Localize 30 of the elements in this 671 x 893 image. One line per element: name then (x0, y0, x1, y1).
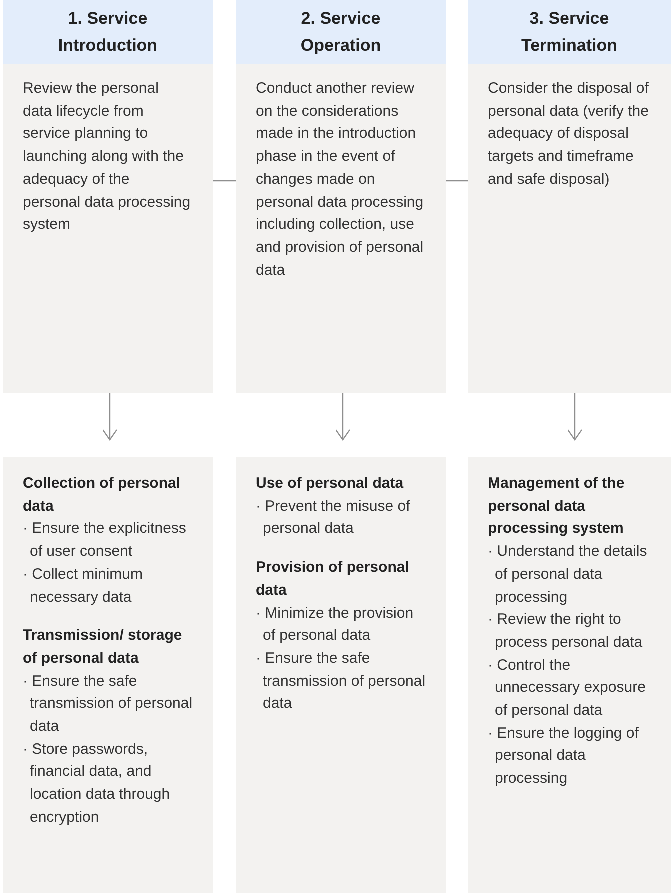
column-header: 2. Service Operation (236, 0, 446, 64)
section-heading: Management of the personal data processing system (488, 474, 626, 540)
arrow (102, 393, 118, 441)
bullet-item: · Understand the details of personal data processing (488, 542, 648, 608)
stage-card (468, 0, 671, 393)
section-heading: Transmission/ storage of personal data (23, 626, 184, 669)
connector-line (446, 180, 468, 182)
bullet-item: · Control the unnecessary exposure of personal data (488, 656, 647, 722)
arrow (335, 393, 351, 441)
bullet-item: · Ensure the safe transmission of personal data (23, 672, 193, 738)
section-heading: Provision of personal data (256, 558, 410, 601)
stage-card (3, 0, 213, 393)
bullet-item: · Store passwords, financial data, and location data through encryption (23, 740, 172, 828)
bullet-item: · Collect minimum necessary data (23, 564, 144, 608)
connector-line (213, 180, 236, 182)
bullet-item: · Minimize the provision of personal data (256, 604, 415, 646)
section-heading: Use of personal data (256, 474, 405, 494)
bullet-item: · Ensure the logging of personal data processing (488, 724, 640, 790)
description-text: Consider the disposal of personal data (verify the adequacy of disposal targets and timeframe and safe disposal) (488, 79, 649, 190)
arrow (567, 393, 583, 441)
bullet-item: · Ensure the explicitness of user consent (23, 519, 188, 562)
bullet-item: · Prevent the misuse of personal data (256, 496, 412, 540)
column-header: 1. Service Introduction (3, 0, 213, 64)
column-header: 3. Service Termination (468, 0, 671, 64)
bullet-item: · Ensure the safe transmission of personal data (256, 648, 426, 714)
section-heading: Collection of personal data (23, 474, 182, 517)
description-text: Conduct another review on the considerations made in the introduction phase in the event of changes made on personal data processing including collection, use and provision of personal data (256, 79, 424, 281)
bullet-item: · Review the right to process personal data (488, 610, 644, 653)
stage-card (236, 0, 446, 393)
description-text: Review the personal data lifecycle from service planning to launching along with the adequacy of the personal data processing system (23, 79, 191, 236)
